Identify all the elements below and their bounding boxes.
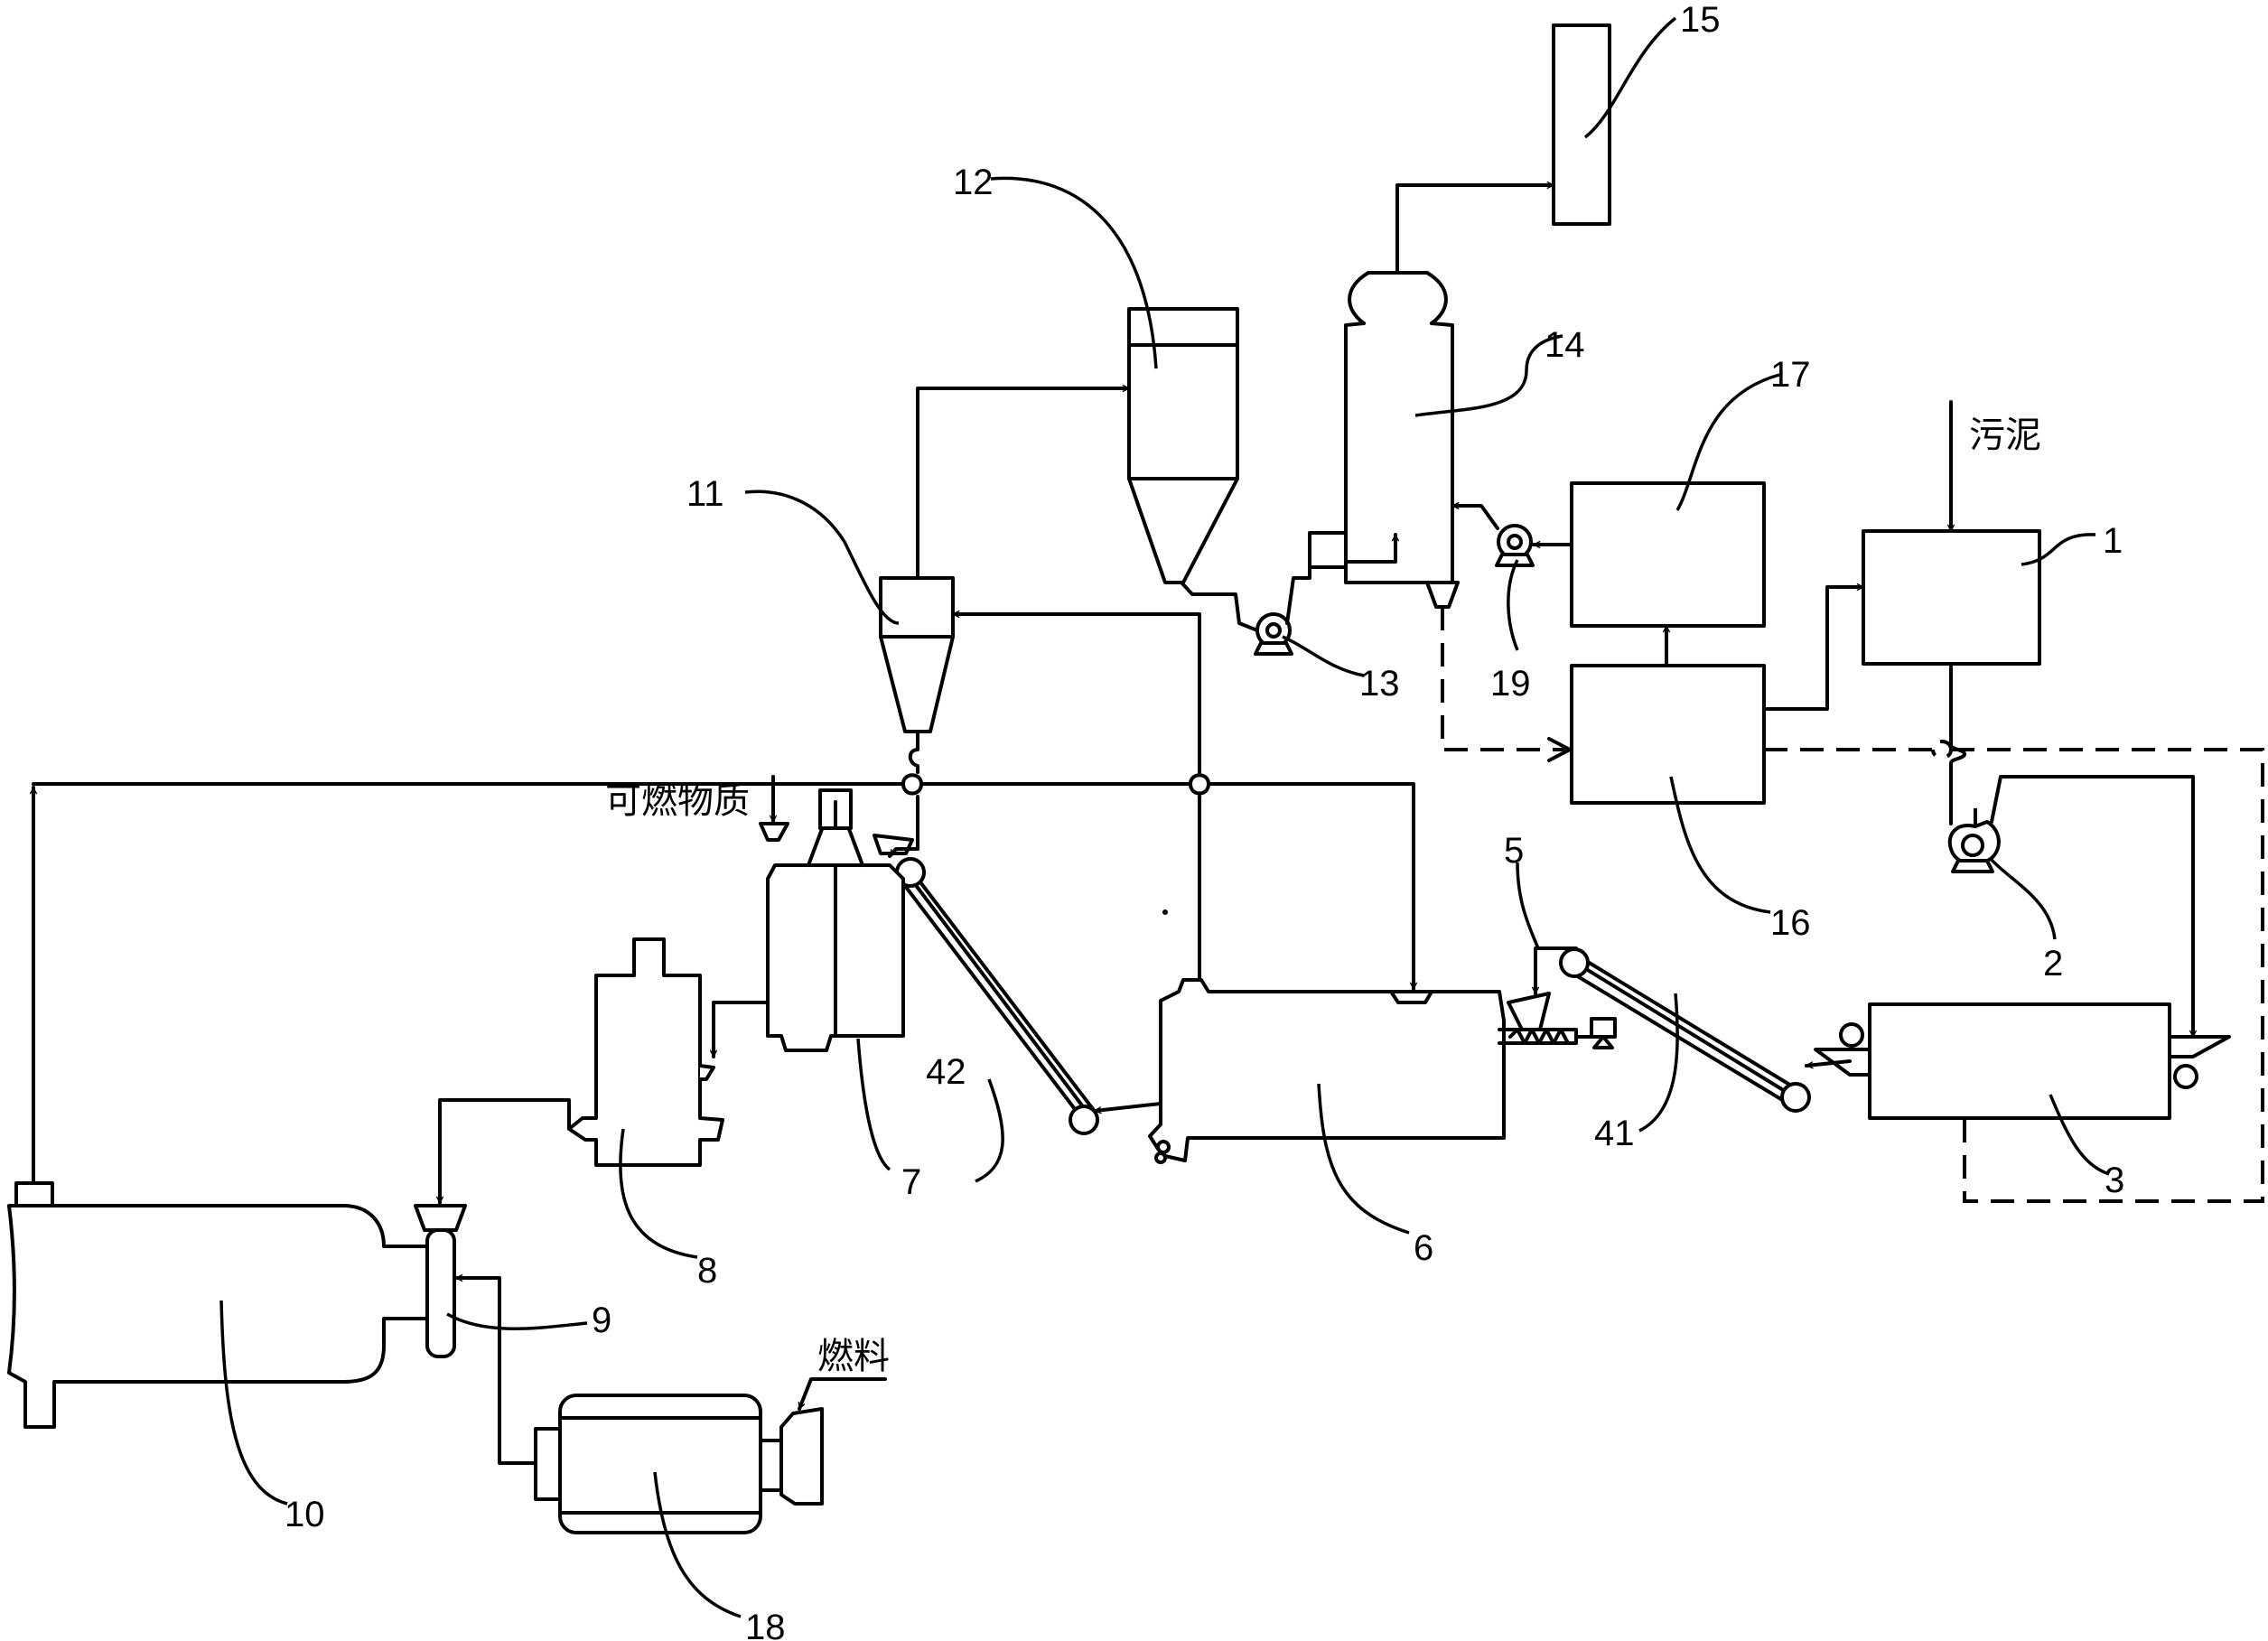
label-18: 18 — [745, 1608, 786, 1641]
label-7: 7 — [901, 1162, 921, 1202]
label-19: 19 — [1490, 664, 1531, 704]
mixer-7 — [759, 788, 914, 1052]
dashed-flow-lines — [1441, 607, 2264, 1203]
label-combustibles: 可燃物质 — [605, 780, 750, 822]
incinerator-10 — [7, 1181, 429, 1429]
label-12: 12 — [953, 163, 994, 202]
sludge-tank-1 — [1862, 529, 2041, 666]
belt-conveyor-42 — [895, 857, 1099, 1135]
pump-13 — [1254, 612, 1293, 656]
label-1: 1 — [2103, 521, 2123, 561]
bag-filter-12 — [1127, 307, 1239, 584]
scrubber-tower-14 — [1308, 271, 1460, 609]
tank-16 — [1570, 664, 1766, 805]
label-42: 42 — [926, 1052, 966, 1092]
cyclone-11 — [879, 576, 955, 733]
label-fuel: 燃料 — [817, 1336, 890, 1377]
label-11: 11 — [686, 474, 724, 514]
label-10: 10 — [285, 1495, 325, 1534]
fan-2 — [1947, 808, 2001, 873]
drum-dryer-3 — [1814, 1002, 2231, 1120]
feeder-5 — [1498, 992, 1617, 1049]
leader-lines — [219, 16, 2110, 1618]
label-8: 8 — [697, 1251, 717, 1291]
label-5: 5 — [1504, 831, 1524, 871]
tank-17 — [1570, 481, 1766, 628]
separator-9 — [414, 1204, 467, 1358]
label-6: 6 — [1414, 1228, 1433, 1268]
belt-conveyor-41 — [1559, 947, 1811, 1113]
label-17: 17 — [1770, 355, 1811, 395]
granulator-8 — [567, 937, 724, 1167]
label-2: 2 — [2043, 944, 2063, 984]
label-14: 14 — [1545, 325, 1585, 365]
solid-flow-lines — [33, 185, 2193, 1465]
label-9: 9 — [592, 1301, 611, 1340]
stack-15 — [1552, 23, 1611, 226]
dryer-6 — [1148, 978, 1506, 1164]
label-3: 3 — [2105, 1161, 2124, 1200]
combustion-chamber-18 — [534, 1394, 824, 1534]
label-15: 15 — [1680, 0, 1721, 40]
pump-19 — [1495, 524, 1535, 567]
component-numbers: 15 12 14 17 11 1 13 19 16 2 5 41 42 7 6 … — [285, 0, 2124, 1641]
label-13: 13 — [1359, 664, 1400, 704]
label-16: 16 — [1770, 903, 1811, 943]
label-sludge: 污泥 — [1969, 415, 2041, 456]
label-41: 41 — [1594, 1114, 1635, 1153]
stream-labels: 污泥 可燃物质 燃料 — [605, 415, 2041, 1377]
